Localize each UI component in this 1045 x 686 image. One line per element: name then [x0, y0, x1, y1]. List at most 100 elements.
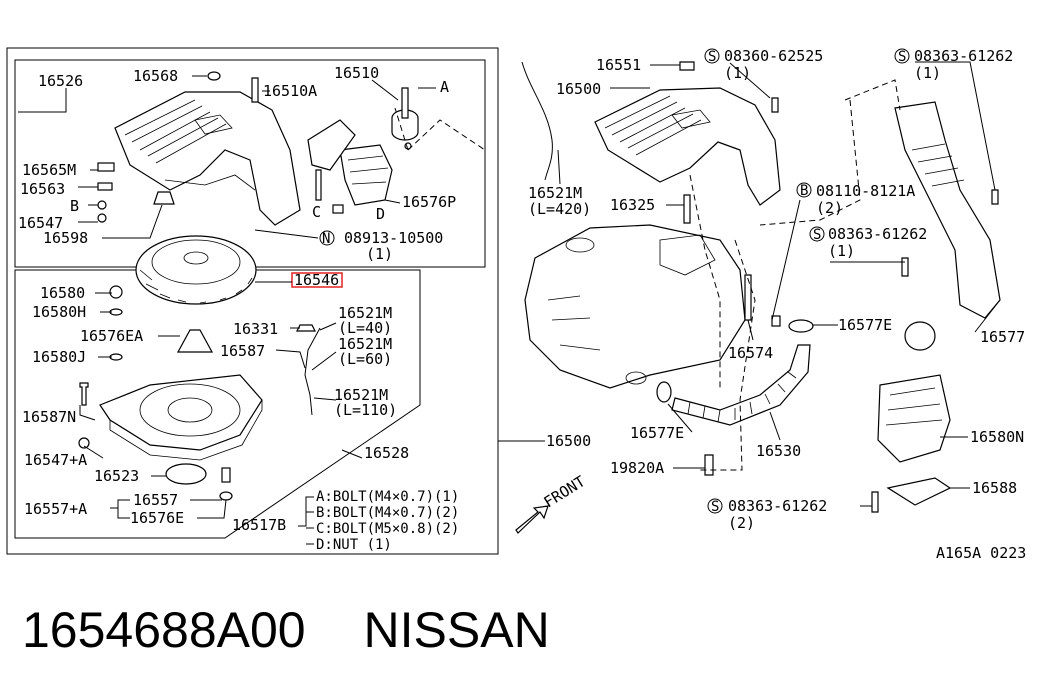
bolt-16557 — [221, 467, 231, 483]
bolt-08110 — [771, 315, 781, 327]
label-08110: 08110-8121A — [816, 182, 915, 200]
label-08363-b: 08363-61262 — [828, 225, 927, 243]
label-16521m-top: 16521M — [528, 184, 582, 202]
label-16517b: 16517B — [232, 516, 286, 534]
washer-16547a — [78, 437, 90, 449]
hose-ribs — [687, 371, 797, 423]
label-08913: 08913-10500 — [344, 229, 443, 247]
resonator-16580n — [877, 374, 951, 463]
label-16563: 16563 — [20, 180, 65, 198]
label-08363-c-qty: (2) — [728, 514, 755, 532]
label-16577e-b: 16577E — [630, 424, 684, 442]
label-16580n: 16580N — [970, 428, 1024, 446]
label-16580h: 16580H — [32, 303, 86, 321]
label-16574: 16574 — [728, 344, 773, 362]
diagram-code: A165A 0223 — [936, 544, 1026, 562]
clamp-16577e-lower — [656, 381, 672, 403]
leaders-right — [557, 61, 1001, 507]
label-16546: 16546 — [294, 271, 339, 289]
hose-16521m — [304, 327, 321, 416]
label-l60: (L=60) — [338, 350, 392, 368]
label-16557: 16557 — [133, 491, 178, 509]
label-16500-box: 16500 — [546, 432, 591, 450]
label-d: D — [376, 205, 385, 223]
label-16521m-b: 16521M — [338, 335, 392, 353]
bolt-08360 — [771, 97, 779, 113]
label-16526: 16526 — [38, 72, 83, 90]
seal-16523 — [165, 463, 207, 485]
label-16577e-a: 16577E — [838, 316, 892, 334]
label-08360-qty: (1) — [724, 64, 751, 82]
fitting-16331 — [296, 324, 316, 332]
leaders-upper — [18, 75, 486, 239]
svg-text:S: S — [813, 227, 821, 243]
grommet-16568 — [207, 71, 221, 81]
svg-text:S: S — [711, 499, 719, 515]
svg-text:S: S — [708, 49, 716, 65]
bracket-16574 — [744, 274, 752, 321]
label-19820a: 19820A — [610, 459, 664, 477]
nut-16547 — [97, 213, 107, 223]
breather-hose-16521m — [521, 61, 553, 181]
label-16576e: 16576E — [130, 509, 184, 527]
front-arrow-icon — [515, 505, 549, 534]
clip-16580 — [109, 285, 123, 299]
corrugated-hose-16530 — [671, 344, 811, 426]
bolt-16510a — [251, 77, 259, 103]
label-16528: 16528 — [364, 444, 409, 462]
clip-16551 — [679, 61, 695, 71]
bracket-19820a — [704, 454, 714, 476]
bolt-legend: A:BOLT(M4×0.7)(1) B:BOLT(M4×0.7)(2) C:BO… — [316, 489, 459, 553]
resonator-16576p — [307, 119, 393, 206]
parts-diagram: N S S B S S 16526 16568 16510A 16510 A 1… — [6, 47, 1026, 562]
label-08363-c: 08363-61262 — [728, 497, 827, 515]
lower-subassembly-box — [14, 269, 421, 539]
air-cleaner-lower-case — [99, 374, 263, 461]
air-filter-element — [135, 235, 257, 305]
bolt-08363-c — [871, 491, 879, 513]
bolt-16325 — [683, 194, 691, 224]
assembly-box — [6, 47, 499, 555]
label-16510: 16510 — [334, 64, 379, 82]
bolt-08363-b — [901, 257, 909, 277]
air-cleaner-cover — [114, 91, 301, 226]
nut-d — [332, 204, 344, 214]
label-16557a: 16557+A — [24, 500, 87, 518]
label-16576ea: 16576EA — [80, 327, 143, 345]
label-16568: 16568 — [133, 67, 178, 85]
washer-b — [97, 200, 107, 210]
label-16587: 16587 — [220, 342, 265, 360]
svg-text:N: N — [322, 231, 330, 247]
label-l420: (L=420) — [528, 200, 591, 218]
grommet-16576e — [219, 491, 233, 501]
label-16331: 16331 — [233, 320, 278, 338]
label-16551: 16551 — [596, 56, 641, 74]
bolt-16587n — [79, 382, 89, 406]
legend-item-a: A:BOLT(M4×0.7)(1) — [316, 489, 459, 505]
label-l110: (L=110) — [334, 401, 397, 419]
label-08363-a-qty: (1) — [914, 64, 941, 82]
label-16523: 16523 — [94, 467, 139, 485]
cone-16576ea — [176, 329, 214, 353]
label-16530: 16530 — [756, 442, 801, 460]
clamp-16577e-upper — [788, 319, 814, 333]
front-label: FRONT — [541, 472, 589, 511]
label-16580: 16580 — [40, 284, 85, 302]
air-cleaner-cover-right — [594, 87, 781, 206]
part-labels: 16526 16568 16510A 16510 A 16565M 16563 … — [18, 47, 1026, 562]
label-16587n: 16587N — [22, 408, 76, 426]
svg-text:S: S — [898, 49, 906, 65]
leaders-lower — [79, 292, 545, 545]
legend-item-c: C:BOLT(M5×0.8)(2) — [316, 521, 459, 537]
bracket-16588 — [886, 477, 952, 506]
label-08363-b-qty: (1) — [828, 242, 855, 260]
label-16521m-c: 16521M — [334, 386, 388, 404]
engine-block — [524, 224, 746, 389]
label-16325: 16325 — [610, 196, 655, 214]
legend-item-d: D:NUT (1) — [316, 537, 392, 553]
valve-16510 — [391, 87, 419, 150]
clip-16563 — [97, 182, 113, 191]
grommet-16598 — [153, 191, 175, 205]
label-16576p: 16576P — [402, 193, 456, 211]
label-16500: 16500 — [556, 80, 601, 98]
